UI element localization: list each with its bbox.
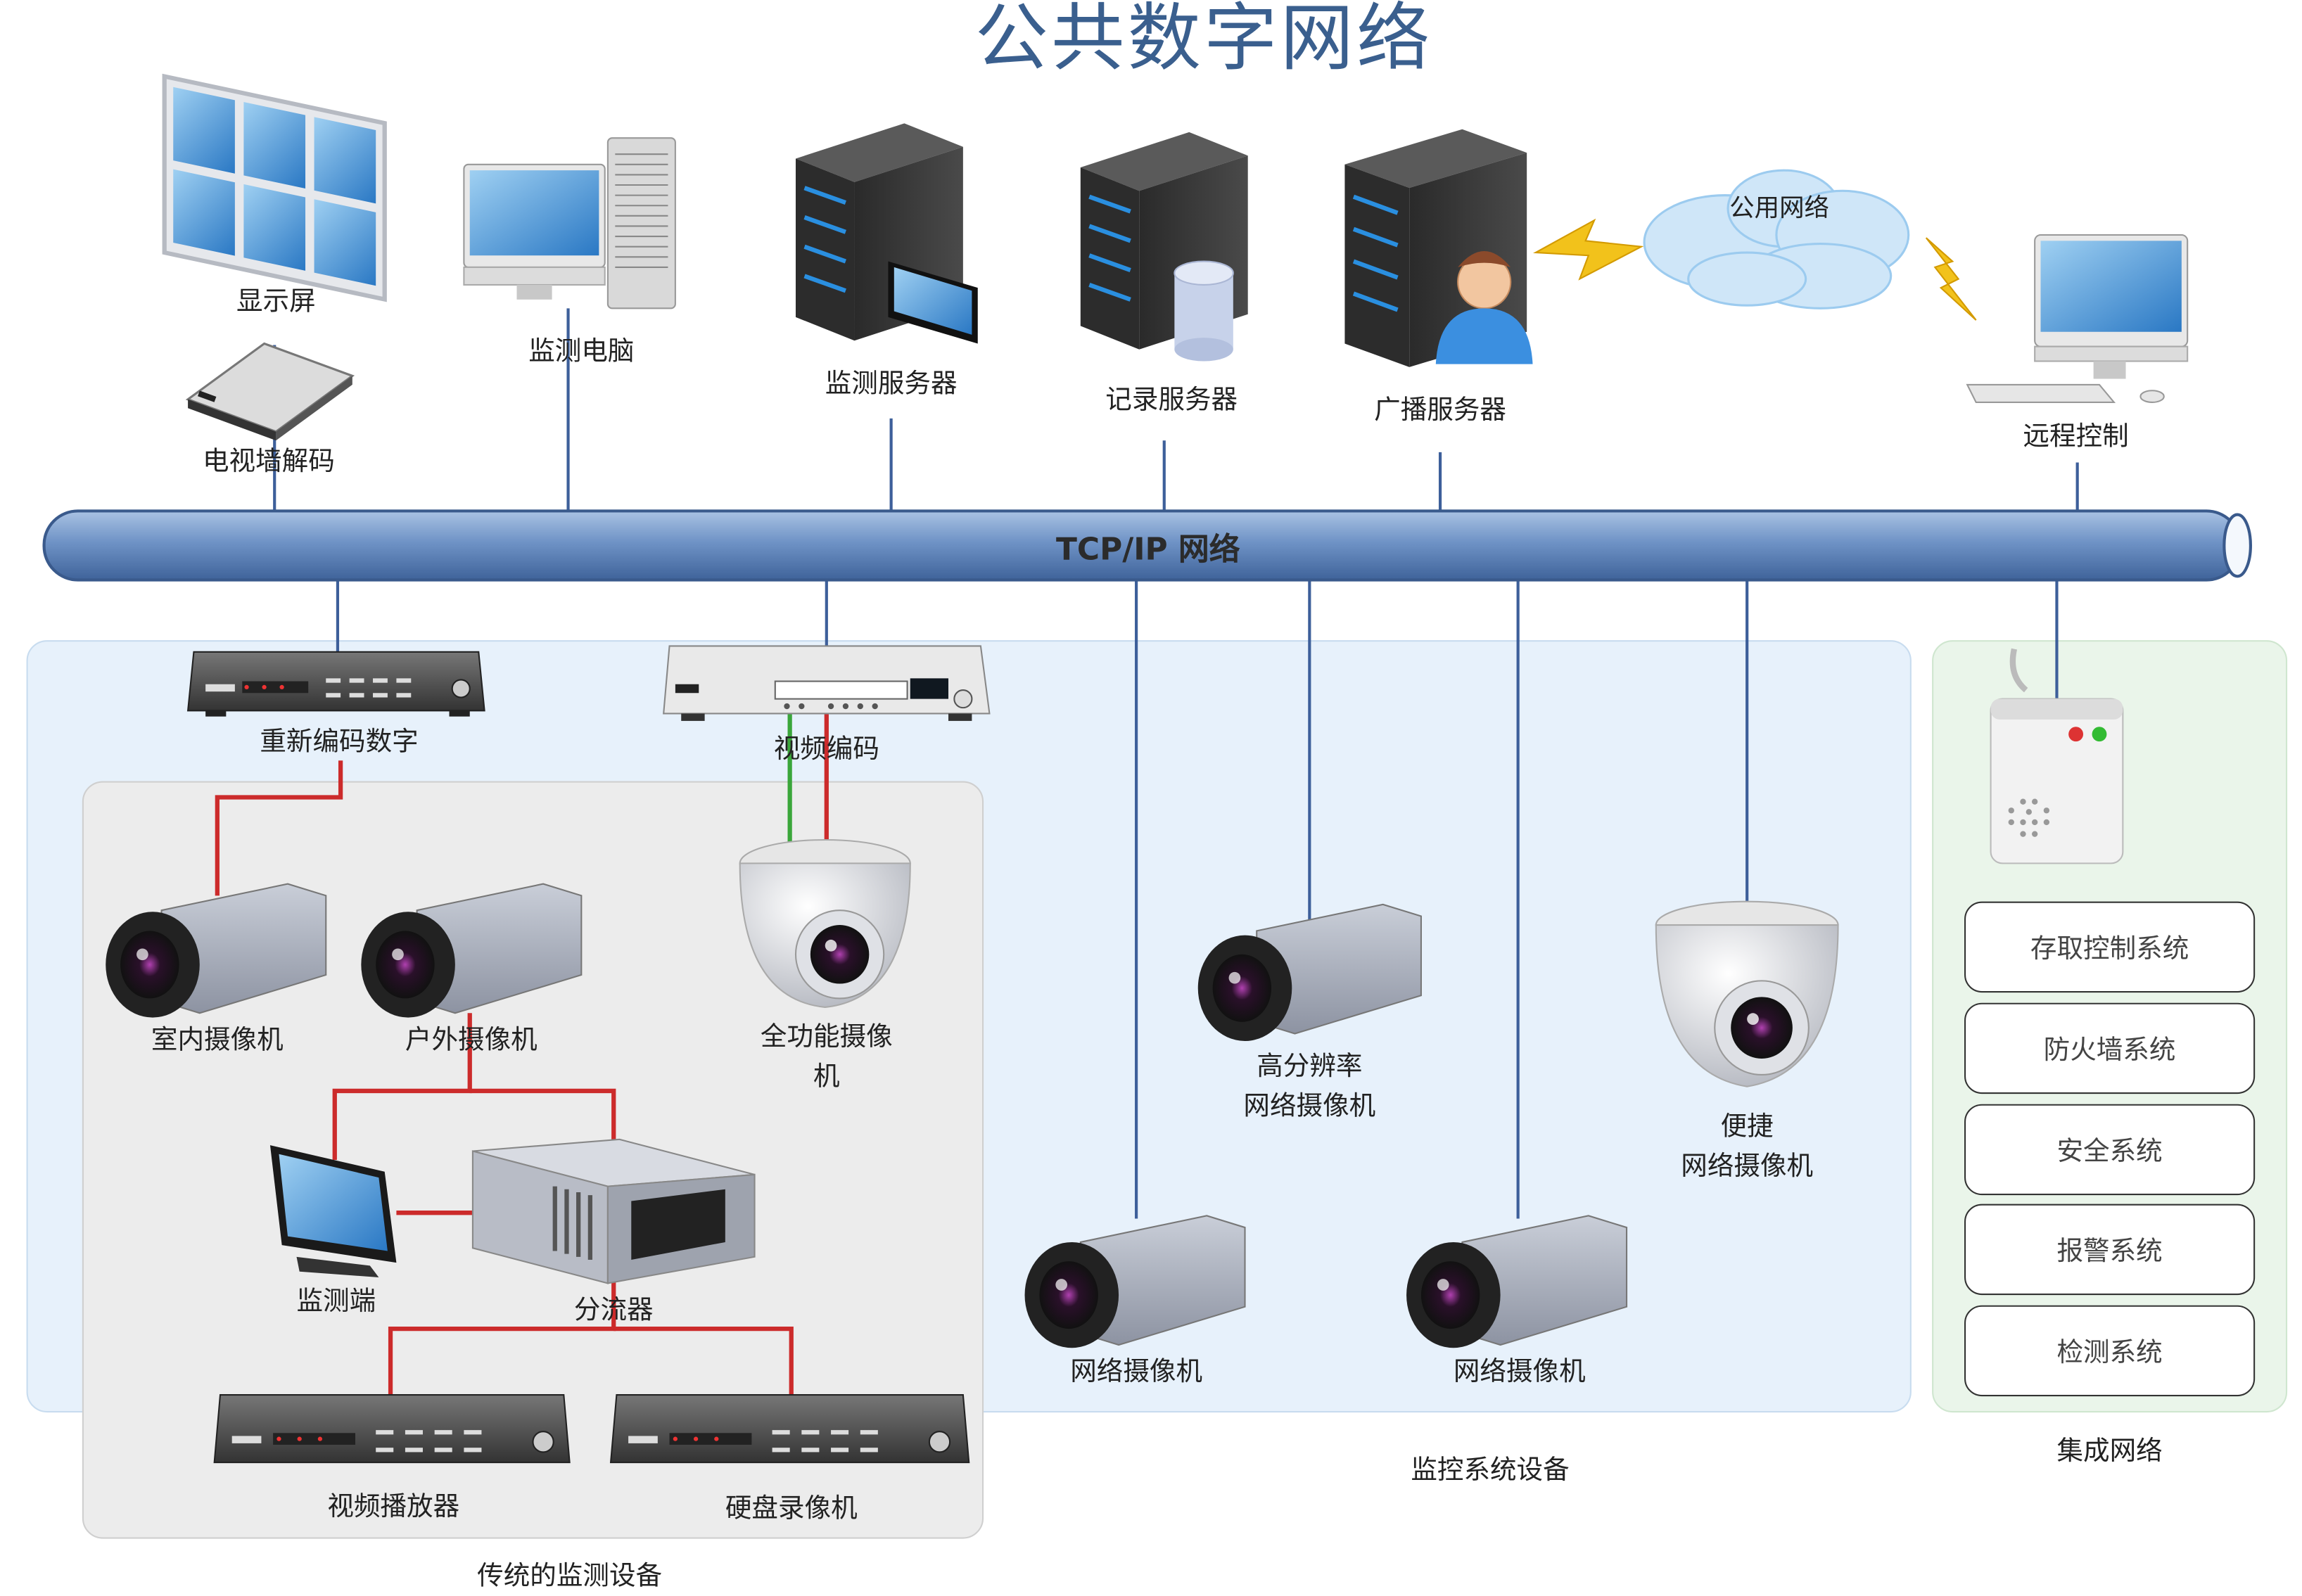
monitor-server-icon xyxy=(795,123,978,344)
video-encoder-label: 视频编码 xyxy=(773,734,879,765)
tv-decoder-label: 电视墙解码 xyxy=(202,446,335,478)
red-links xyxy=(215,712,829,1396)
lightning-right-icon xyxy=(1925,237,1977,321)
lightning-left-icon xyxy=(1532,218,1644,281)
gateway-device-icon xyxy=(1990,648,2124,864)
hd-camera-icon xyxy=(1197,903,1422,1041)
indoor-camera-icon xyxy=(106,883,327,1018)
reencode-label: 重新编码数字 xyxy=(260,727,419,758)
ptz-camera-label-2: 机 xyxy=(813,1061,840,1093)
cloud-label: 公用网络 xyxy=(1729,193,1830,224)
monitor-pc-icon xyxy=(463,137,676,309)
monitor-server-label: 监测服务器 xyxy=(825,368,958,400)
portable-camera-label-2: 网络摄像机 xyxy=(1681,1151,1814,1182)
hd-camera-label-2: 网络摄像机 xyxy=(1243,1090,1376,1122)
indoor-camera-label: 室内摄像机 xyxy=(151,1025,284,1056)
outdoor-camera-icon xyxy=(361,883,583,1018)
monitor-terminal-label: 监测端 xyxy=(296,1286,376,1317)
reencode-recorder-icon xyxy=(186,651,485,717)
splitter-icon xyxy=(471,1138,756,1284)
lower-connectors xyxy=(336,580,2059,1219)
splitter-label: 分流器 xyxy=(573,1295,654,1326)
record-server-icon xyxy=(1080,132,1248,362)
net-camera-2-icon xyxy=(1406,1215,1628,1348)
video-player-icon xyxy=(213,1393,571,1464)
net-camera-1-label: 网络摄像机 xyxy=(1070,1356,1203,1388)
net-camera-1-icon xyxy=(1024,1215,1246,1348)
page-title: 公共数字网络 xyxy=(974,0,1433,81)
tcp-ip-bus xyxy=(42,509,2252,582)
video-player-label: 视频播放器 xyxy=(327,1491,460,1523)
cloud-icon xyxy=(1643,169,1910,309)
system-security: 安全系统 xyxy=(1964,1104,2256,1196)
monitor-terminal-icon xyxy=(269,1145,397,1278)
remote-control-icon xyxy=(1966,234,2189,403)
system-alarm: 报警系统 xyxy=(1964,1204,2256,1296)
record-server-label: 记录服务器 xyxy=(1105,384,1238,416)
dvr-label: 硬盘录像机 xyxy=(725,1493,858,1524)
portable-dome-camera-icon xyxy=(1655,900,1839,1087)
bus-label: TCP/IP 网络 xyxy=(1056,531,1240,567)
system-access-control: 存取控制系统 xyxy=(1964,901,2256,993)
net-camera-2-label: 网络摄像机 xyxy=(1453,1356,1586,1388)
ptz-camera-label-1: 全功能摄像 xyxy=(760,1021,893,1053)
hd-camera-label-1: 高分辨率 xyxy=(1257,1051,1363,1083)
monitor-pc-label: 监测电脑 xyxy=(528,336,635,367)
tv-decoder-icon xyxy=(185,342,355,441)
ptz-dome-camera-icon xyxy=(739,838,911,1009)
monitoring-zone-label: 监控系统设备 xyxy=(1411,1455,1570,1486)
system-detection: 检测系统 xyxy=(1964,1305,2256,1397)
remote-control-label: 远程控制 xyxy=(2023,421,2129,452)
display-label: 显示屏 xyxy=(236,286,316,317)
legacy-zone-label: 传统的监测设备 xyxy=(477,1560,663,1592)
broadcast-server-label: 广播服务器 xyxy=(1374,395,1506,426)
video-encoder-icon xyxy=(663,645,991,721)
outdoor-camera-label: 户外摄像机 xyxy=(405,1025,538,1056)
integration-zone-label: 集成网络 xyxy=(2056,1436,2163,1467)
broadcast-server-icon xyxy=(1344,129,1533,367)
system-firewall: 防火墙系统 xyxy=(1964,1002,2256,1094)
display-wall-icon xyxy=(162,73,387,302)
portable-camera-label-1: 便捷 xyxy=(1720,1111,1774,1142)
dvr-icon xyxy=(609,1393,970,1464)
